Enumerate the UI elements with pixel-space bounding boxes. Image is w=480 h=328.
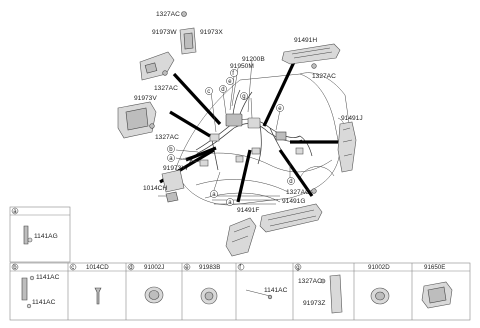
svg-text:c: c: [207, 89, 210, 95]
table-e-header: 91983B: [199, 264, 220, 271]
marker-c-1: c: [205, 87, 213, 95]
svg-text:f: f: [232, 71, 234, 77]
svg-text:e: e: [228, 79, 232, 85]
callout-91491F: 91491F: [237, 207, 259, 214]
marker-e-1: e: [226, 77, 234, 85]
marker-f-1: f: [230, 69, 238, 77]
table-cell-91002D: 91002D: [368, 264, 390, 305]
parts-table: b 1141AC 1141AC c 1014CD d 91002J e 9198…: [9, 262, 471, 321]
svg-text:g: g: [296, 265, 299, 271]
table-91002D-header: 91002D: [368, 264, 390, 271]
marker-e-2: e: [276, 104, 284, 112]
marker-a-1: a: [167, 154, 175, 162]
protector-91973W: [139, 51, 175, 81]
svg-text:d: d: [129, 265, 132, 271]
svg-text:d: d: [221, 87, 224, 93]
table-d-header: 91002J: [144, 264, 164, 271]
callout-91973X: 91973X: [200, 29, 223, 36]
protector-91973X: [179, 27, 197, 55]
detail-a-box: a 1141AG: [9, 206, 71, 263]
table-g-part-2: 91973Z: [303, 300, 325, 307]
table-91650E-header: 91650E: [424, 264, 445, 271]
protector-91491J: [337, 121, 357, 173]
svg-text:e: e: [278, 106, 282, 112]
table-cell-d: d 91002J: [127, 263, 164, 304]
table-g-part-1: 1327AC: [298, 278, 322, 285]
clip-1014CH: [158, 191, 179, 203]
callout-1327AC-left: 1327AC: [154, 85, 178, 92]
callout-1327AC-right: 1327AC: [312, 73, 336, 80]
table-cell-g: g 1327AC 91973Z: [294, 263, 343, 314]
table-cell-b: b 1141AC 1141AC: [11, 263, 60, 309]
callout-91200B: 91200B: [242, 56, 265, 63]
table-cell-91650E: 91650E: [421, 264, 453, 309]
callout-91491G: 91491G: [282, 198, 305, 205]
table-b-part-2: 1141AC: [32, 299, 56, 306]
callout-91950M: 91950M: [230, 63, 254, 70]
marker-b-1: b: [167, 145, 175, 153]
main-harness: [185, 89, 313, 171]
marker-d-2: d: [287, 177, 295, 185]
marker-a-3: a: [226, 198, 234, 206]
svg-text:c: c: [71, 265, 74, 271]
detail-a-part: 1141AG: [34, 233, 58, 240]
svg-text:f: f: [239, 265, 241, 271]
callout-leaders: [175, 59, 291, 191]
letter-markers: f e c d g e b a a d a: [167, 69, 295, 206]
table-cell-e: e 91983B: [183, 263, 220, 305]
svg-text:a: a: [228, 200, 232, 206]
leader-lines: [159, 61, 338, 203]
callout-91973Y: 91973Y: [163, 165, 186, 172]
protector-91973Y: [161, 169, 185, 193]
callout-91491H: 91491H: [294, 37, 317, 44]
table-b-part-1: 1141AC: [36, 274, 60, 281]
svg-text:g: g: [242, 94, 245, 100]
protector-91491F: [225, 217, 257, 257]
callout-1327AC-low: 1327AC: [286, 189, 310, 196]
protector-91491G: [259, 203, 323, 233]
table-c-header: 1014CD: [86, 264, 109, 271]
table-cell-f: f 1141AC: [237, 263, 288, 300]
callout-91491J: 91491J: [341, 115, 363, 122]
callout-1327AC-mid: 1327AC: [155, 134, 179, 141]
callout-1014CH: 1014CH: [143, 185, 167, 192]
callout-1327AC-top: 1327AC: [156, 11, 180, 18]
vehicle-outline: [175, 72, 351, 206]
detail-a-key: a: [13, 209, 17, 215]
svg-text:a: a: [212, 192, 216, 198]
callout-texts: 1327AC 91973X 91973W 91491H 91200B 91950…: [134, 11, 363, 214]
svg-text:a: a: [169, 156, 173, 162]
svg-text:e: e: [185, 265, 189, 271]
protector-91491H: [281, 43, 341, 65]
table-f-part: 1141AC: [264, 287, 288, 294]
marker-d-1: d: [219, 85, 227, 93]
callout-91973W: 91973W: [152, 29, 177, 36]
table-cell-c: c 1014CD: [69, 263, 109, 305]
svg-text:b: b: [13, 265, 17, 271]
fasteners: [149, 11, 317, 194]
protector-91973V: [117, 101, 157, 139]
svg-text:b: b: [169, 147, 173, 153]
marker-g-1: g: [240, 92, 248, 100]
marker-a-2: a: [210, 190, 218, 198]
svg-text:d: d: [289, 179, 292, 185]
callout-91973V: 91973V: [134, 95, 157, 102]
